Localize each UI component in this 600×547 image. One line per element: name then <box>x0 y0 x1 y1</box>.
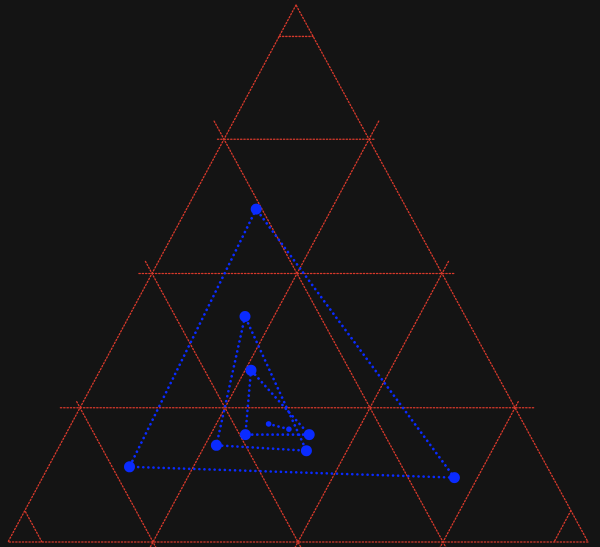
data-series-layer <box>124 203 460 484</box>
series-1-outline <box>127 206 458 479</box>
series-2-outline <box>214 312 309 453</box>
series-1-point-2 <box>124 461 135 473</box>
series-3-point-2 <box>239 429 251 441</box>
series-3-point-1 <box>245 364 257 376</box>
series-1-point-3 <box>448 472 460 484</box>
grid-line-right-diagonal <box>76 401 157 547</box>
series-4-point-1 <box>265 421 272 427</box>
grid-line-right-diagonal <box>213 120 447 547</box>
ternary-grid <box>6 3 590 547</box>
series-3 <box>239 364 315 441</box>
series-1 <box>124 203 460 484</box>
series-1-point-1 <box>250 203 262 215</box>
series-4 <box>265 421 292 433</box>
series-3-point-3 <box>303 429 315 441</box>
corner-tick <box>553 509 572 543</box>
series-3-outline <box>243 367 313 436</box>
grid-line-left-diagonal <box>439 401 519 547</box>
series-2-point-3 <box>300 445 312 457</box>
series-2-point-2 <box>210 439 222 451</box>
series-2 <box>210 311 312 457</box>
series-4-point-2 <box>286 426 292 433</box>
series-2-point-1 <box>239 311 251 322</box>
grid-line-left-diagonal <box>149 120 380 547</box>
corner-tick <box>24 509 43 543</box>
series-4-outline <box>267 422 291 431</box>
